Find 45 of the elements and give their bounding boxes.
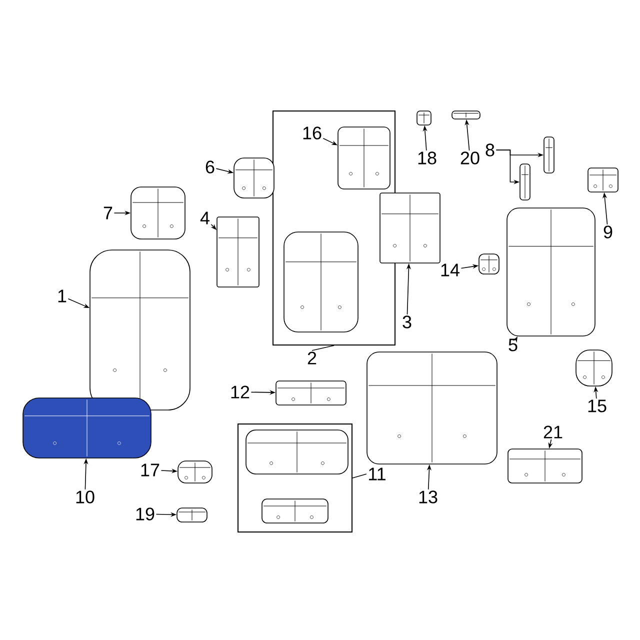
bolt-drawing <box>544 136 554 174</box>
callout-number: 15 <box>588 400 606 412</box>
back-panel-drawing <box>338 126 390 190</box>
callout-number: 8 <box>486 144 494 156</box>
callout-number: 21 <box>544 426 562 438</box>
clip-drawing <box>176 508 208 522</box>
heater-pad-drawing <box>262 498 328 524</box>
callout-number: 14 <box>441 264 460 276</box>
module-drawing <box>508 448 582 484</box>
cushion-pad-drawing <box>246 430 348 474</box>
callout-number: 16 <box>303 126 322 140</box>
leader-line <box>312 345 334 351</box>
callout-number: 2 <box>308 352 316 364</box>
pad-drawing <box>216 216 260 288</box>
callout-number: 20 <box>460 152 480 164</box>
callout-number: 10 <box>76 490 94 504</box>
callout-number: 1 <box>58 290 66 302</box>
rod-drawing <box>452 110 480 120</box>
callout-number: 9 <box>604 226 612 238</box>
headrest-drawing <box>234 158 274 198</box>
leader-line <box>352 474 367 478</box>
harness-drawing <box>380 192 440 264</box>
frame-drawing <box>506 208 596 336</box>
lever-drawing <box>478 254 500 274</box>
callout-number: 3 <box>402 316 412 328</box>
callout-number: 13 <box>419 490 438 504</box>
headrest-drawing <box>130 186 186 240</box>
callout-number: 7 <box>104 206 112 220</box>
seat-back-cover-drawing <box>284 232 358 332</box>
callout-number: 4 <box>200 212 210 224</box>
callout-number: 18 <box>418 152 436 164</box>
clip-drawing <box>416 110 432 126</box>
trim-cover-drawing <box>576 350 612 386</box>
callout-number: 11 <box>369 468 386 480</box>
callout-number: 19 <box>136 508 154 520</box>
bolt-drawing <box>520 164 530 200</box>
mat-drawing <box>276 380 346 406</box>
callout-number: 12 <box>231 386 250 398</box>
bracket-drawing <box>588 168 618 192</box>
callout-number: 6 <box>206 160 214 174</box>
callout-number: 17 <box>141 464 160 476</box>
seat-back-drawing <box>90 250 190 410</box>
seat-frame-drawing <box>366 352 498 464</box>
seat-cushion-drawing <box>22 398 152 458</box>
motor-drawing <box>178 460 212 484</box>
